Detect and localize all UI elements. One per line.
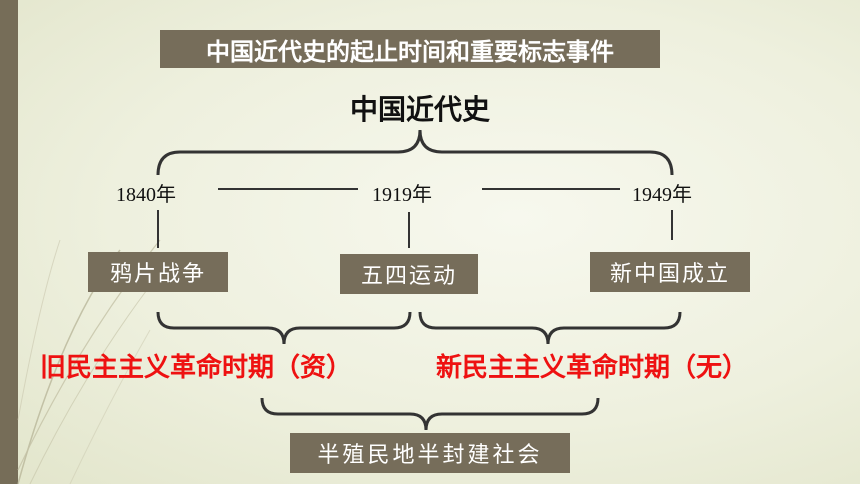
- society-nature: 半殖民地半封建社会: [290, 433, 570, 473]
- event-may-fourth: 五四运动: [340, 254, 478, 294]
- period-new-democratic: 新民主主义革命时期（无）: [436, 353, 749, 383]
- year-1949: 1949年: [632, 184, 692, 206]
- year-1840: 1840年: [116, 184, 176, 206]
- event-prc-founding: 新中国成立: [590, 252, 750, 292]
- page-title: 中国近代史的起止时间和重要标志事件: [160, 30, 660, 68]
- left-accent-bar: [0, 0, 18, 484]
- diagram-subtitle: 中国近代史: [349, 93, 490, 126]
- year-1919: 1919年: [372, 184, 432, 206]
- event-opium-war: 鸦片战争: [88, 252, 228, 292]
- period-old-democratic: 旧民主主义革命时期（资）: [40, 353, 353, 383]
